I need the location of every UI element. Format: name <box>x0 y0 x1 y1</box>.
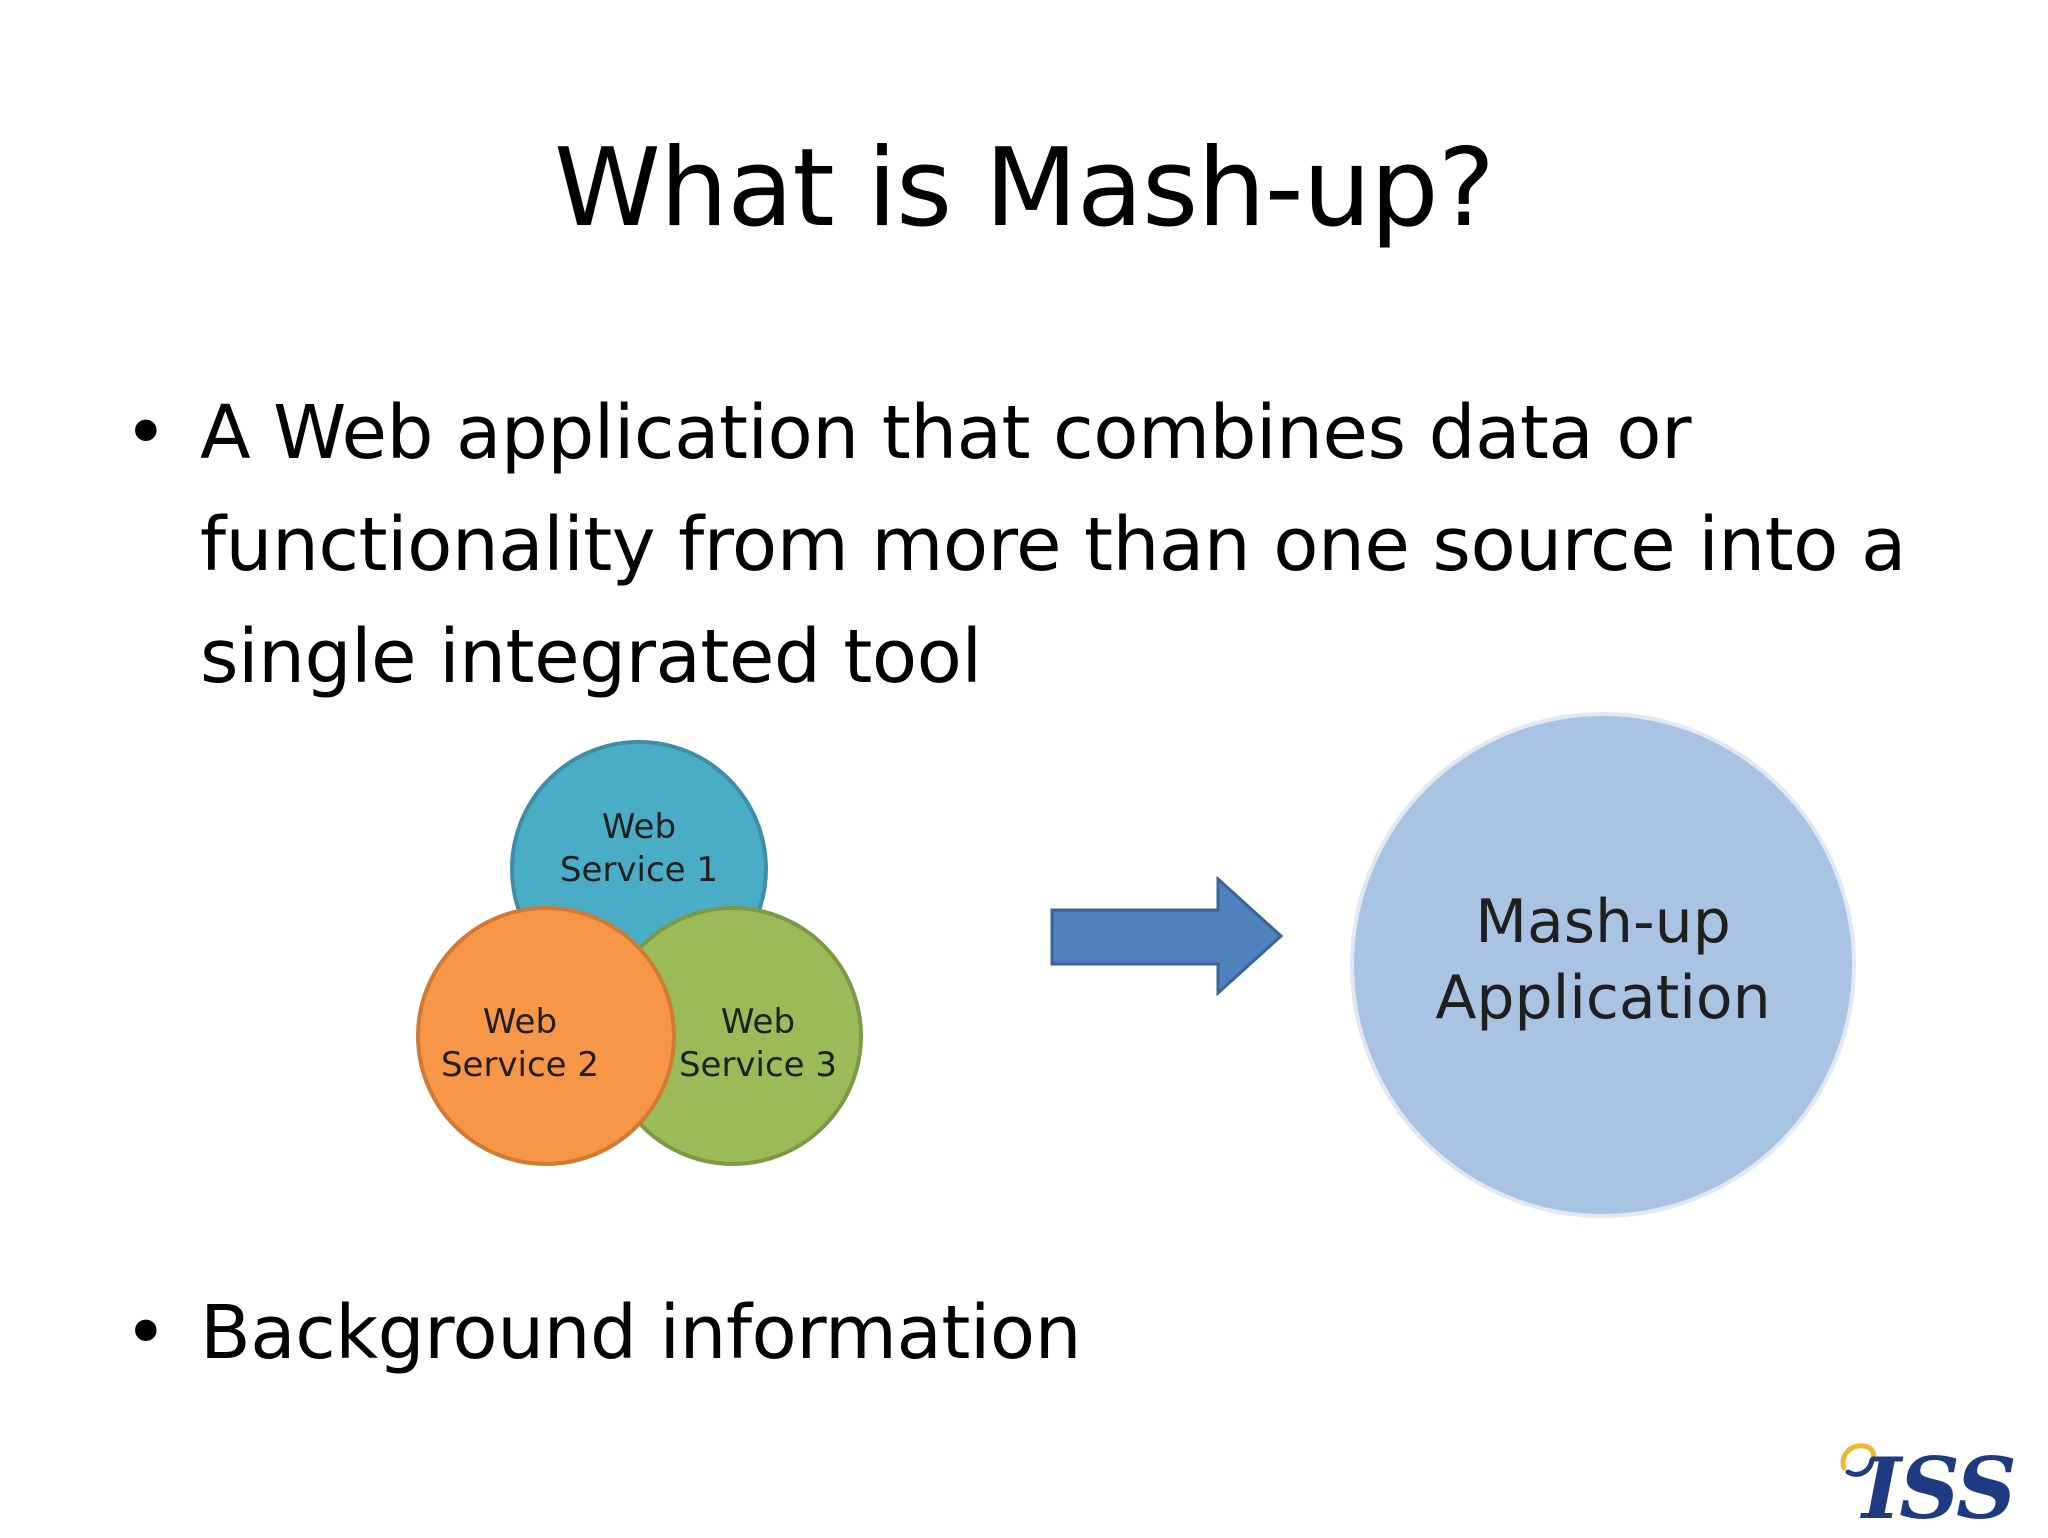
bullet-item-definition: • A Web application that combines data o… <box>124 377 1960 713</box>
bullet-text: Background information <box>200 1290 1082 1376</box>
slide-title: What is Mash-up? <box>553 126 1495 251</box>
bullet-marker: • <box>124 390 168 476</box>
right-arrow-icon <box>1050 875 1284 997</box>
mashup-application-label-line1: Mash-up <box>1475 887 1731 957</box>
web-service-2-label-line1: Web <box>483 1002 557 1042</box>
web-service-3-label-line1: Web <box>721 1002 795 1042</box>
mashup-application-label-line2: Application <box>1435 963 1770 1033</box>
iss-logo: ISS <box>1862 1439 2017 1538</box>
bullet-item-background: • Background information <box>124 1277 1960 1389</box>
mashup-application-circle <box>1350 712 1856 1218</box>
web-service-1-label-line1: Web <box>602 807 676 847</box>
web-service-3-label-line2: Service 3 <box>679 1045 837 1085</box>
bullet-text: A Web application that combines data or … <box>200 390 1906 700</box>
web-service-2-label-line2: Service 2 <box>441 1045 599 1085</box>
web-service-2-circle <box>416 906 676 1166</box>
web-service-1-label-line2: Service 1 <box>560 850 718 890</box>
bullet-marker: • <box>124 1290 168 1376</box>
logo-swirl-icon <box>1840 1443 1877 1477</box>
